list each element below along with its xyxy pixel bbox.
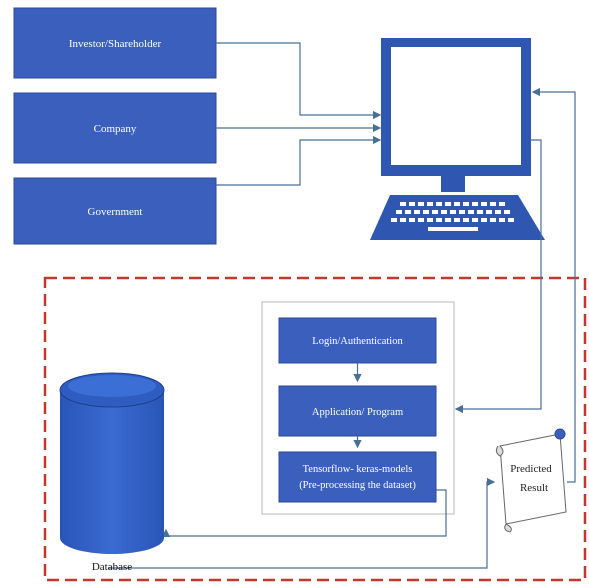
step-tensorflow-models: Tensorflow- keras-models (Pre-processing… [278,451,437,503]
predicted-result-label-line1: Predicted [510,463,552,475]
actor-box-company: Company [13,92,217,164]
step-label-model-line2: (Pre-processing the dataset) [299,480,416,491]
step-label-login: Login/Authentication [312,336,403,347]
connector-database-to-result [108,477,496,569]
database-label: Database [92,561,132,573]
desktop-computer-icon [370,38,545,240]
actor-box-investor: Investor/Shareholder [13,7,217,79]
connector-model-to-database [161,489,447,538]
step-login-authentication: Login/Authentication [278,317,437,364]
connector-government-to-computer [216,135,382,186]
keyboard-keys [391,202,514,231]
scroll-document-icon [495,428,567,533]
connector-computer-to-application [454,139,542,414]
actor-label-government: Government [88,206,143,218]
connector-result-to-computer [531,87,576,483]
step-application-program: Application/ Program [278,385,437,437]
connector-investor-to-computer [216,42,382,120]
predicted-result-label-line2: Result [520,482,548,494]
system-boundary [43,276,587,582]
actor-label-investor: Investor/Shareholder [69,38,162,50]
database-cylinder-icon [59,372,165,554]
actor-box-government: Government [13,177,217,245]
step-label-application: Application/ Program [312,407,403,418]
step-label-model-line1: Tensorflow- keras-models [303,464,413,475]
actor-label-company: Company [94,123,137,135]
